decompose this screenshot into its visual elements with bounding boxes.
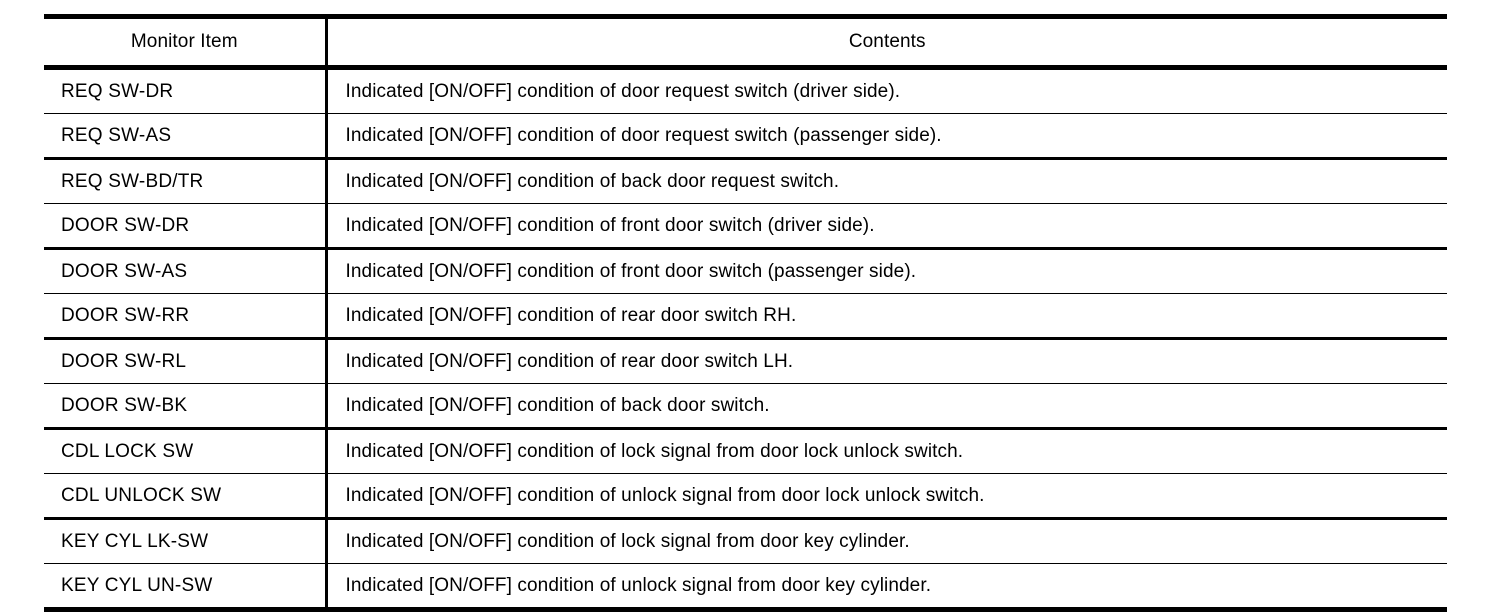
contents-text: Indicated [ON/OFF] condition of front do… — [345, 261, 917, 282]
cell-monitor-item: CDL LOCK SW — [44, 428, 328, 474]
table-row: REQ SW-BD/TR Indicated [ON/OFF] conditio… — [44, 158, 1447, 204]
column-header-monitor-item: Monitor Item — [44, 16, 328, 70]
table-row: DOOR SW-AS Indicated [ON/OFF] condition … — [44, 248, 1447, 294]
cell-monitor-item: CDL UNLOCK SW — [44, 473, 328, 520]
cell-monitor-item: REQ SW-BD/TR — [44, 158, 328, 204]
contents-text: Indicated [ON/OFF] condition of unlock s… — [345, 485, 985, 506]
monitor-item-label: KEY CYL UN-SW — [61, 575, 213, 596]
table-row: REQ SW-AS Indicated [ON/OFF] condition o… — [44, 113, 1447, 160]
monitor-item-label: KEY CYL LK-SW — [61, 531, 209, 552]
table-row: CDL UNLOCK SW Indicated [ON/OFF] conditi… — [44, 473, 1447, 520]
table-header-row: Monitor Item Contents — [44, 16, 1447, 70]
monitor-item-label: DOOR SW-RL — [61, 351, 187, 372]
cell-monitor-item: DOOR SW-BK — [44, 383, 328, 430]
column-header-contents: Contents — [326, 16, 1447, 70]
monitor-item-label: DOOR SW-DR — [61, 215, 190, 236]
cell-contents: Indicated [ON/OFF] condition of lock sig… — [326, 518, 1447, 564]
cell-monitor-item: DOOR SW-AS — [44, 248, 328, 294]
contents-text: Indicated [ON/OFF] condition of rear doo… — [345, 305, 797, 326]
cell-monitor-item: KEY CYL UN-SW — [44, 563, 328, 610]
contents-text: Indicated [ON/OFF] condition of door req… — [345, 81, 901, 102]
cell-contents: Indicated [ON/OFF] condition of front do… — [326, 203, 1447, 250]
table-header: Monitor Item Contents — [44, 16, 1447, 70]
document-page: Monitor Item Contents REQ SW-DR Indicate… — [44, 14, 1447, 612]
contents-text: Indicated [ON/OFF] condition of door req… — [345, 125, 942, 146]
monitor-item-label: REQ SW-BD/TR — [61, 171, 204, 192]
cell-contents: Indicated [ON/OFF] condition of lock sig… — [326, 428, 1447, 474]
cell-contents: Indicated [ON/OFF] condition of back doo… — [326, 158, 1447, 204]
contents-text: Indicated [ON/OFF] condition of unlock s… — [345, 575, 932, 596]
monitor-item-label: DOOR SW-AS — [61, 261, 188, 282]
column-header-contents-label: Contents — [848, 31, 926, 52]
table-body: REQ SW-DR Indicated [ON/OFF] condition o… — [44, 67, 1447, 610]
cell-contents: Indicated [ON/OFF] condition of rear doo… — [326, 338, 1447, 384]
contents-text: Indicated [ON/OFF] condition of rear doo… — [345, 351, 794, 372]
cell-contents: Indicated [ON/OFF] condition of back doo… — [326, 383, 1447, 430]
cell-monitor-item: DOOR SW-RL — [44, 338, 328, 384]
cell-contents: Indicated [ON/OFF] condition of door req… — [326, 67, 1447, 114]
monitor-item-label: CDL UNLOCK SW — [61, 485, 222, 506]
cell-contents: Indicated [ON/OFF] condition of unlock s… — [326, 473, 1447, 520]
table-row: KEY CYL UN-SW Indicated [ON/OFF] conditi… — [44, 563, 1447, 610]
table-row: KEY CYL LK-SW Indicated [ON/OFF] conditi… — [44, 518, 1447, 564]
cell-monitor-item: KEY CYL LK-SW — [44, 518, 328, 564]
table-row: CDL LOCK SW Indicated [ON/OFF] condition… — [44, 428, 1447, 474]
monitor-item-table: Monitor Item Contents REQ SW-DR Indicate… — [44, 14, 1447, 612]
cell-monitor-item: DOOR SW-RR — [44, 293, 328, 340]
table-row: DOOR SW-RR Indicated [ON/OFF] condition … — [44, 293, 1447, 340]
cell-monitor-item: DOOR SW-DR — [44, 203, 328, 250]
column-header-monitor-item-label: Monitor Item — [130, 31, 238, 52]
cell-contents: Indicated [ON/OFF] condition of door req… — [326, 113, 1447, 160]
table-row: DOOR SW-DR Indicated [ON/OFF] condition … — [44, 203, 1447, 250]
table-row: DOOR SW-BK Indicated [ON/OFF] condition … — [44, 383, 1447, 430]
contents-text: Indicated [ON/OFF] condition of front do… — [345, 215, 875, 236]
contents-text: Indicated [ON/OFF] condition of back doo… — [345, 171, 840, 192]
cell-contents: Indicated [ON/OFF] condition of unlock s… — [326, 563, 1447, 610]
contents-text: Indicated [ON/OFF] condition of back doo… — [345, 395, 770, 416]
table-row: DOOR SW-RL Indicated [ON/OFF] condition … — [44, 338, 1447, 384]
cell-contents: Indicated [ON/OFF] condition of rear doo… — [326, 293, 1447, 340]
monitor-item-label: REQ SW-DR — [61, 81, 174, 102]
table-row: REQ SW-DR Indicated [ON/OFF] condition o… — [44, 67, 1447, 114]
contents-text: Indicated [ON/OFF] condition of lock sig… — [345, 441, 964, 462]
monitor-item-label: CDL LOCK SW — [61, 441, 194, 462]
cell-monitor-item: REQ SW-DR — [44, 67, 328, 114]
monitor-item-label: DOOR SW-RR — [61, 305, 190, 326]
contents-text: Indicated [ON/OFF] condition of lock sig… — [345, 531, 910, 552]
cell-contents: Indicated [ON/OFF] condition of front do… — [326, 248, 1447, 294]
cell-monitor-item: REQ SW-AS — [44, 113, 328, 160]
monitor-item-label: REQ SW-AS — [61, 125, 172, 146]
monitor-item-label: DOOR SW-BK — [61, 395, 188, 416]
